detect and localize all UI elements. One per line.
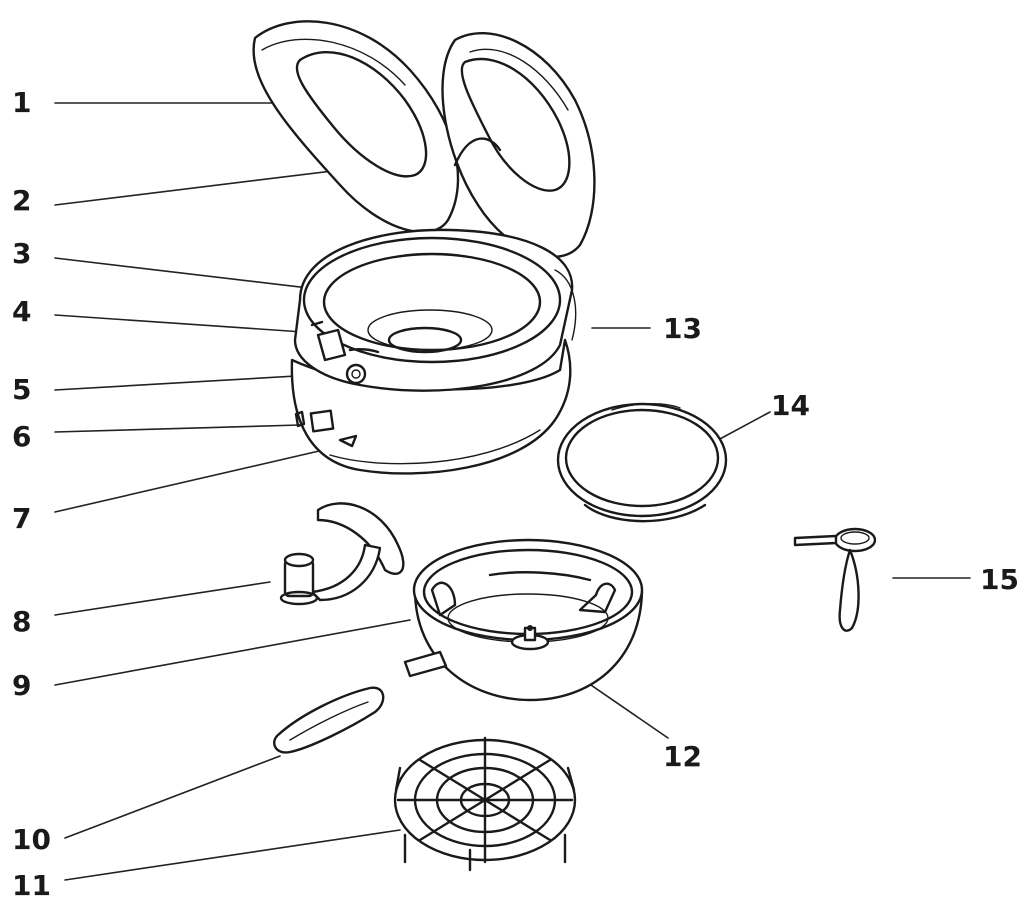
leader-8 [54, 581, 271, 616]
handle-grip [273, 686, 385, 754]
callout-11: 11 [12, 869, 51, 902]
callout-7: 7 [12, 502, 32, 535]
stirring-paddle [279, 502, 405, 606]
leader-9 [54, 619, 411, 686]
callout-14: 14 [771, 389, 810, 422]
callout-3: 3 [12, 237, 32, 270]
leader-14 [717, 411, 771, 441]
callout-6: 6 [12, 420, 32, 453]
callout-5: 5 [12, 373, 32, 406]
leader-6 [54, 424, 301, 433]
leader-lines [54, 102, 971, 881]
leader-11 [64, 829, 401, 881]
leader-4 [54, 314, 319, 334]
seal-ring [556, 402, 728, 523]
leader-7 [54, 444, 346, 513]
callout-15: 15 [980, 563, 1019, 596]
callout-10: 10 [12, 823, 51, 856]
wire-rack [393, 736, 577, 872]
main-body [290, 228, 577, 475]
callout-1: 1 [12, 86, 32, 119]
callout-2: 2 [12, 184, 32, 217]
callout-12: 12 [663, 740, 702, 773]
callout-13: 13 [663, 312, 702, 345]
center-stud [510, 625, 550, 651]
leader-10 [64, 755, 281, 839]
callout-9: 9 [12, 669, 32, 702]
inner-lid [441, 31, 596, 259]
callout-8: 8 [12, 605, 32, 638]
callout-4: 4 [12, 295, 32, 328]
outer-lid [252, 20, 460, 234]
measuring-spoon [793, 527, 877, 632]
frying-pan [403, 538, 644, 702]
